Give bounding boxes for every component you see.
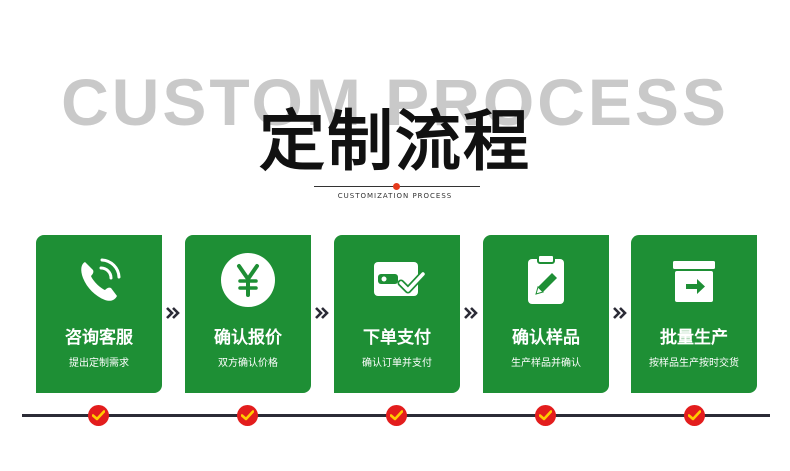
chevron-right-icon [166,307,180,319]
chevron-right-icon [315,307,329,319]
clipboard-pen-icon [528,254,564,304]
step-label: 批量生产 [660,328,728,348]
step-label: 咨询客服 [65,328,133,348]
page-subtitle: CUSTOMIZATION PROCESS [337,192,453,200]
box-arrow-icon [673,261,715,302]
phone-icon [81,258,121,301]
title-divider-dot [393,183,400,190]
check-icon [535,405,556,426]
page-title: 定制流程 [259,103,531,180]
step-label: 确认报价 [214,328,282,348]
step-description: 双方确认价格 [218,358,278,369]
chevron-right-icon [464,307,478,319]
step-label: 下单支付 [363,328,431,348]
step-card-payment: 下单支付 确认订单并支付 [334,235,460,393]
check-icon [684,405,705,426]
chevron-right-icon [613,307,627,319]
check-icon [237,405,258,426]
check-icon [88,405,109,426]
background-word: CUSTOM PROCESS [61,65,729,139]
yen-icon [221,253,275,307]
step-description: 生产样品并确认 [511,358,581,369]
step-card-quote: 确认报价 双方确认价格 [185,235,311,393]
step-description: 提出定制需求 [69,358,129,369]
check-icon [386,405,407,426]
wallet-check-icon [374,262,427,296]
step-card-production: 批量生产 按样品生产按时交货 [631,235,757,393]
step-label: 确认样品 [512,328,580,348]
step-description: 按样品生产按时交货 [649,358,739,369]
step-description: 确认订单并支付 [362,358,432,369]
step-card-consult: 咨询客服 提出定制需求 [36,235,162,393]
step-card-sample: 确认样品 生产样品并确认 [483,235,609,393]
